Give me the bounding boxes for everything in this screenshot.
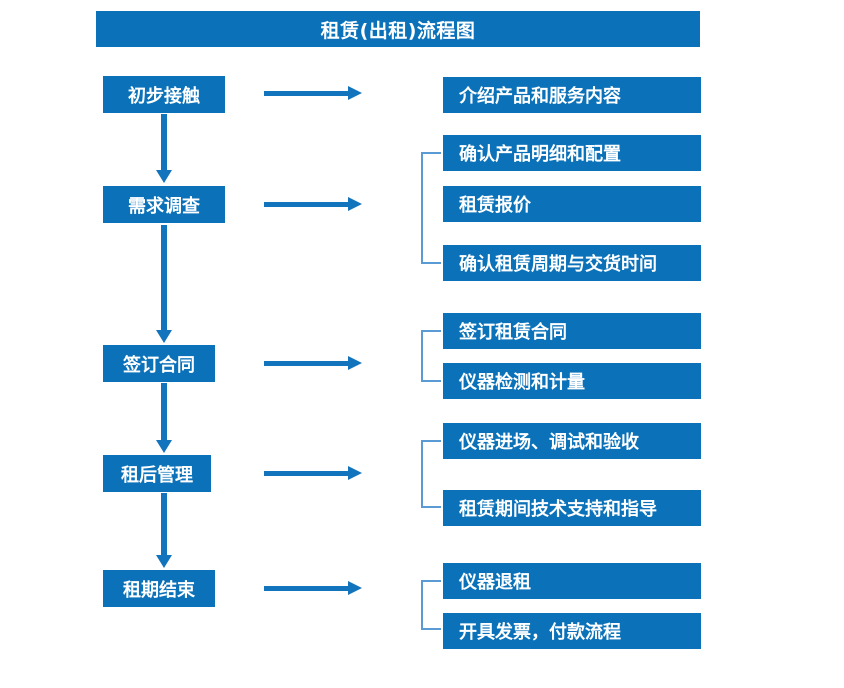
task-box-0[interactable]: 介绍产品和服务内容 <box>443 77 701 113</box>
stage-box-0[interactable]: 初步接触 <box>103 76 225 113</box>
task-box-8[interactable]: 仪器退租 <box>443 563 701 599</box>
stage-label-0: 初步接触 <box>128 85 200 107</box>
arrow-head <box>348 356 362 370</box>
arrow-head <box>348 86 362 100</box>
stage-box-1[interactable]: 需求调查 <box>103 186 225 223</box>
arrow-head <box>156 440 172 453</box>
arrow-head <box>348 581 362 595</box>
arrow-shaft <box>161 493 167 556</box>
task-label-8: 仪器退租 <box>459 572 531 593</box>
task-label-0: 介绍产品和服务内容 <box>459 86 621 107</box>
bracket-spine <box>421 580 423 630</box>
group-bracket-3 <box>421 580 441 630</box>
arrow-head <box>348 466 362 480</box>
bracket-spine <box>421 330 423 382</box>
group-bracket-1 <box>421 330 441 382</box>
down-arrow-icon-1 <box>156 225 172 344</box>
down-arrow-icon-2 <box>156 383 172 454</box>
stage-label-2: 签订合同 <box>123 354 195 376</box>
group-bracket-2 <box>421 440 441 508</box>
right-arrow-icon-2 <box>264 356 362 370</box>
bracket-stub-bottom <box>421 628 441 630</box>
stage-box-4[interactable]: 租期结束 <box>103 570 215 607</box>
task-box-9[interactable]: 开具发票，付款流程 <box>443 613 701 649</box>
bracket-spine <box>421 152 423 264</box>
task-label-5: 仪器检测和计量 <box>459 372 585 393</box>
task-label-9: 开具发票，付款流程 <box>459 622 621 643</box>
stage-box-2[interactable]: 签订合同 <box>103 345 215 382</box>
task-label-6: 仪器进场、调试和验收 <box>459 432 639 453</box>
arrow-head <box>156 330 172 343</box>
right-arrow-icon-0 <box>264 86 362 100</box>
stage-label-4: 租期结束 <box>123 579 195 601</box>
task-box-1[interactable]: 确认产品明细和配置 <box>443 135 701 171</box>
arrow-head <box>156 170 172 183</box>
arrow-shaft <box>161 114 167 171</box>
task-box-5[interactable]: 仪器检测和计量 <box>443 363 701 399</box>
bracket-stub-bottom <box>421 380 441 382</box>
bracket-spine <box>421 440 423 508</box>
arrow-shaft <box>161 383 167 441</box>
arrow-shaft <box>161 225 167 331</box>
down-arrow-icon-0 <box>156 114 172 184</box>
arrow-head <box>156 555 172 568</box>
stage-box-3[interactable]: 租后管理 <box>103 455 211 492</box>
task-box-2[interactable]: 租赁报价 <box>443 186 701 222</box>
page-title: 租赁(出租)流程图 <box>96 11 700 47</box>
bracket-stub-top <box>421 440 441 442</box>
right-arrow-icon-1 <box>264 197 362 211</box>
task-label-4: 签订租赁合同 <box>459 322 567 343</box>
right-arrow-icon-3 <box>264 466 362 480</box>
task-label-2: 租赁报价 <box>459 195 531 216</box>
task-box-4[interactable]: 签订租赁合同 <box>443 313 701 349</box>
arrow-shaft <box>264 586 350 591</box>
stage-label-3: 租后管理 <box>121 464 193 486</box>
arrow-shaft <box>264 91 350 96</box>
arrow-head <box>348 197 362 211</box>
task-box-3[interactable]: 确认租赁周期与交货时间 <box>443 245 701 281</box>
right-arrow-icon-4 <box>264 581 362 595</box>
bracket-stub-bottom <box>421 506 441 508</box>
group-bracket-0 <box>421 152 441 264</box>
bracket-stub-top <box>421 580 441 582</box>
task-label-7: 租赁期间技术支持和指导 <box>459 499 657 520</box>
bracket-stub-top <box>421 152 441 154</box>
arrow-shaft <box>264 361 350 366</box>
bracket-stub-top <box>421 330 441 332</box>
down-arrow-icon-3 <box>156 493 172 569</box>
task-box-6[interactable]: 仪器进场、调试和验收 <box>443 423 701 459</box>
task-label-1: 确认产品明细和配置 <box>459 144 621 165</box>
task-box-7[interactable]: 租赁期间技术支持和指导 <box>443 490 701 526</box>
arrow-shaft <box>264 202 350 207</box>
arrow-shaft <box>264 471 350 476</box>
stage-label-1: 需求调查 <box>128 195 200 217</box>
task-label-3: 确认租赁周期与交货时间 <box>459 254 657 275</box>
bracket-stub-bottom <box>421 262 441 264</box>
